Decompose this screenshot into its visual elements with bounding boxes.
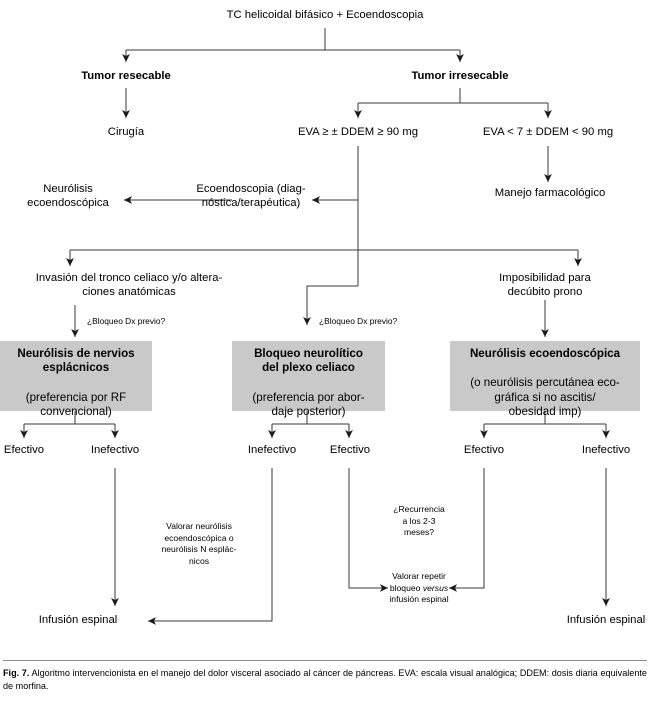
box-neurolisis-ecoendoscopica[interactable]: Neurólisis ecoendoscópica (o neurólisis … [450, 341, 640, 418]
box1-subtitle: (preferencia por RF convencional) [25, 390, 127, 419]
caption-divider [3, 660, 647, 661]
node-eva-high: EVA ≥ ± DDEM ≥ 90 mg [297, 126, 419, 138]
outcome-box3-efectivo: Efectivo [463, 444, 505, 456]
node-eva-low: EVA < 7 ± DDEM < 90 mg [482, 126, 614, 138]
node-imposibilidad-decubito: Imposibilidad para decúbito prono [499, 272, 591, 298]
box3-subtitle: (o neurólisis percutánea eco- gráfica si… [470, 376, 620, 419]
box1-title: Neurólisis de nervios esplácnicos [17, 346, 135, 375]
box2-subtitle: (preferencia por abor- daje posterior) [252, 390, 365, 419]
valorar-repetir-versus: versus [422, 582, 449, 593]
label-bloqueo-dx-previo-1: ¿Bloqueo Dx previo? [87, 316, 166, 326]
outcome-box1-efectivo: Efectivo [3, 444, 45, 456]
terminal-infusion-espinal-right: Infusión espinal [566, 614, 646, 626]
node-tumor-irresecable: Tumor irresecable [411, 70, 509, 82]
annotation-valorar-repetir: Valorar repetir bloqueo versus infusión … [386, 571, 452, 606]
box3-title: Neurólisis ecoendoscópica [469, 346, 621, 360]
outcome-box3-inefectivo: Inefectivo [581, 444, 631, 456]
flowchart-diagram: TC helicoidal bifásico + Ecoendoscopia T… [0, 9, 646, 626]
annotation-valorar-neurolisis: Valorar neurólisis ecoendoscópica o neur… [161, 521, 237, 566]
valorar-repetir-post: infusión espinal [389, 594, 449, 605]
figure-caption: Fig. 7. Algoritmo intervencionista en el… [3, 667, 647, 693]
node-ecoendoscopia: Ecoendoscopia (diag- nóstica/terapéutica… [196, 183, 306, 209]
terminal-infusion-espinal-left: Infusión espinal [38, 614, 118, 626]
node-neurolisis-ecoendoscopica: Neurólisis ecoendoscópica [27, 183, 109, 209]
node-cirugia: Cirugía [107, 126, 145, 138]
outcome-box1-inefectivo: Inefectivo [90, 444, 140, 456]
outcome-box2-efectivo: Efectivo [329, 444, 371, 456]
node-tumor-resecable: Tumor resecable [81, 70, 171, 82]
annotation-recurrencia: ¿Recurrencia a los 2-3 meses? [393, 504, 445, 538]
box2-title: Bloqueo neurolítico del plexo celiaco [254, 346, 363, 375]
valorar-repetir-pre: Valorar repetir bloqueo [389, 571, 446, 593]
node-root: TC helicoidal bifásico + Ecoendoscopia [226, 9, 424, 21]
node-manejo-farmacologico: Manejo farmacológico [494, 187, 606, 199]
figure-caption-text: Algoritmo intervencionista en el manejo … [3, 668, 647, 692]
box-neurolisis-esplacnicos[interactable]: Neurólisis de nervios esplácnicos (prefe… [0, 341, 152, 418]
label-bloqueo-dx-previo-2: ¿Bloqueo Dx previo? [319, 316, 398, 326]
node-invasion-tronco-celiaco: Invasión del tronco celiaco y/o altera- … [35, 272, 223, 298]
figure-label: Fig. 7. [3, 668, 30, 678]
box-bloqueo-plexo-celiaco[interactable]: Bloqueo neurolítico del plexo celiaco (p… [232, 341, 385, 418]
outcome-box2-inefectivo: Inefectivo [247, 444, 297, 456]
figure-caption-block: Fig. 7. Algoritmo intervencionista en el… [3, 660, 647, 693]
